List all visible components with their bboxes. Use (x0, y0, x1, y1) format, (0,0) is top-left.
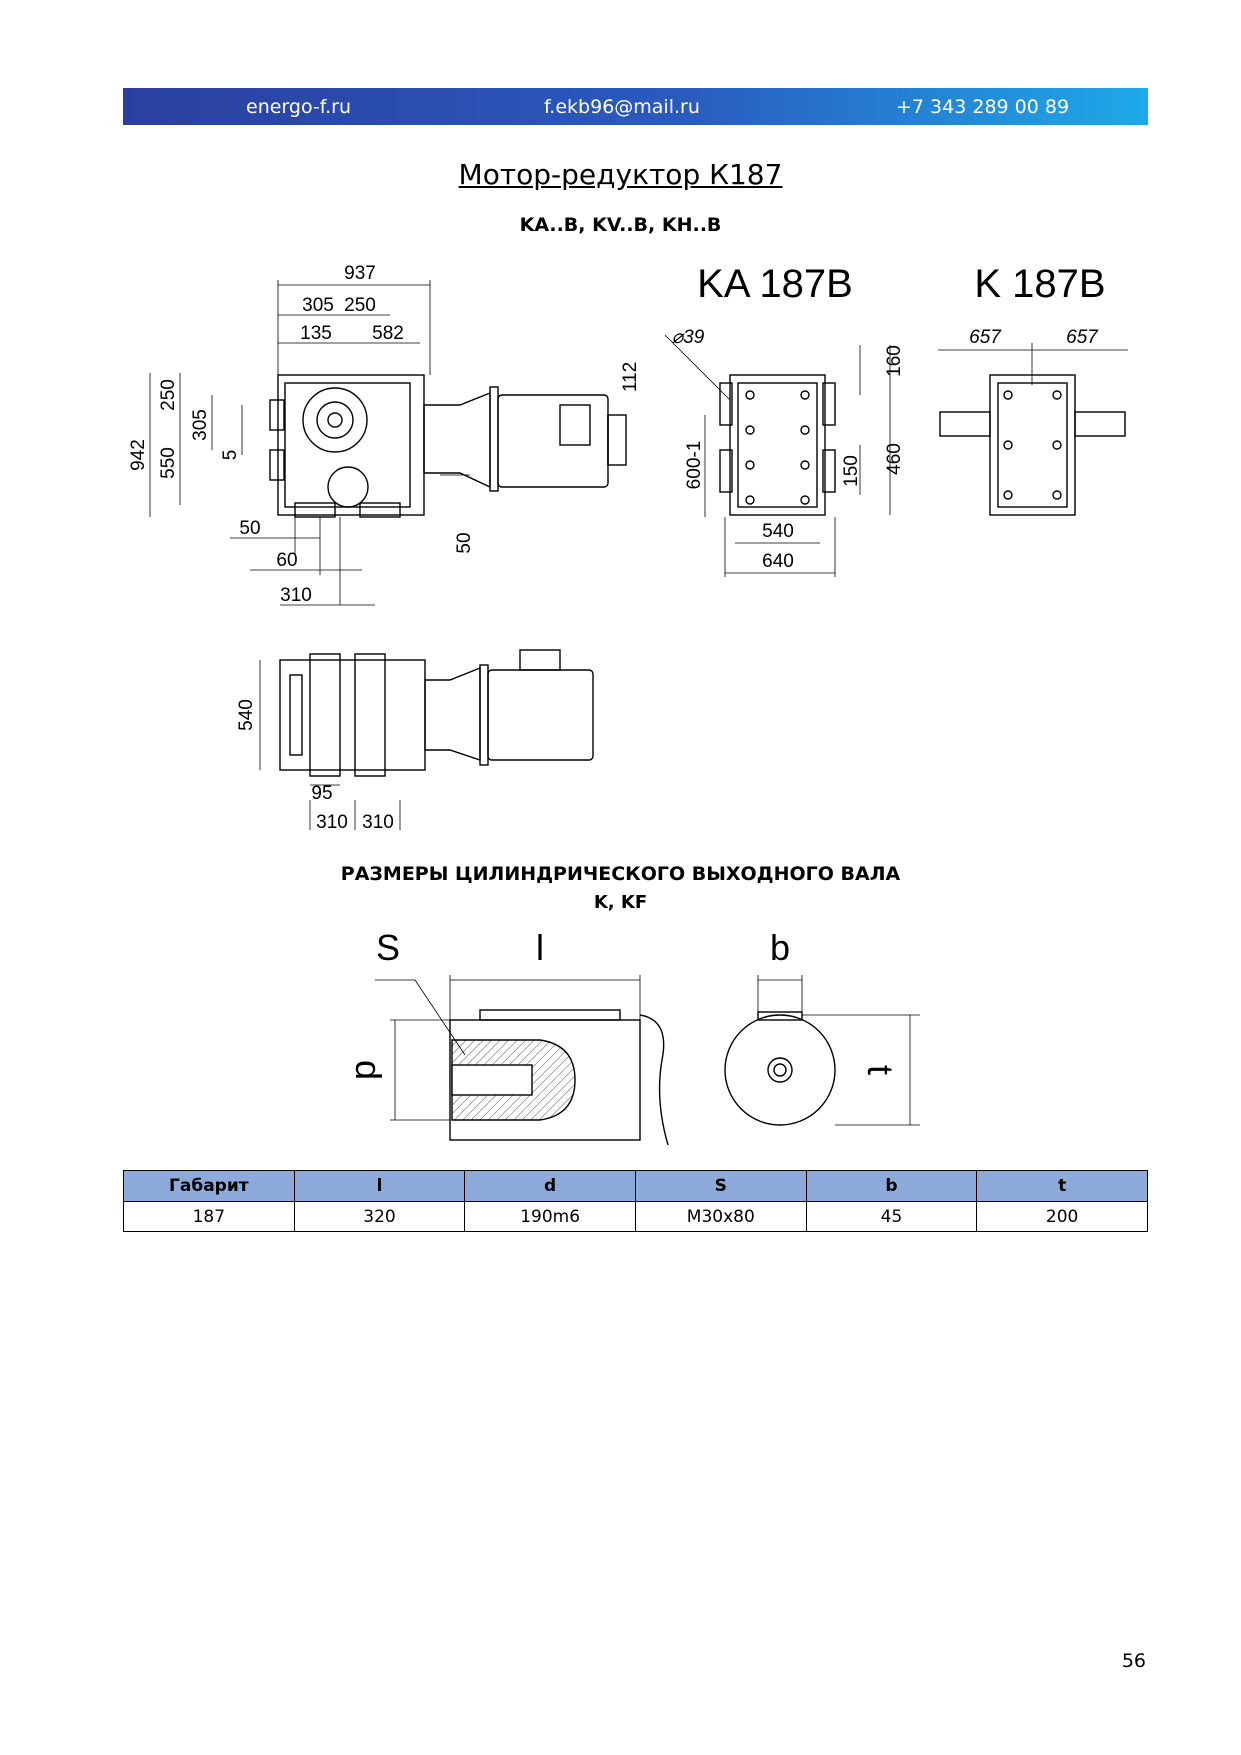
top-view-drawing: 540 95 310 310 (236, 649, 594, 833)
dim-5: 5 (220, 450, 241, 461)
header-bar: energo-f.ru f.ekb96@mail.ru +7 343 289 0… (123, 88, 1148, 125)
dim-600: 600-1 (684, 441, 705, 490)
table-header-cell: Габарит (123, 1170, 295, 1202)
header-email[interactable]: f.ekb96@mail.ru (544, 96, 700, 118)
dim-50-bottom: 50 (239, 518, 260, 539)
shaft-label-S: S (376, 927, 400, 968)
shaft-label-l: l (536, 927, 544, 968)
dim-540: 540 (762, 521, 794, 542)
table-header-cell: S (634, 1170, 807, 1202)
dim-112: 112 (620, 362, 641, 392)
table-cell: 45 (805, 1201, 978, 1232)
dim-937: 937 (344, 263, 376, 284)
shaft-label-d: d (348, 1060, 389, 1080)
table-cell: 187 (123, 1201, 295, 1232)
shaft-label-b: b (770, 927, 790, 968)
dim-310: 310 (280, 585, 312, 606)
header-phone: +7 343 289 00 89 (896, 96, 1070, 118)
dim-460: 460 (884, 443, 905, 475)
dim-310-left: 310 (316, 812, 348, 833)
dim-160: 160 (884, 345, 905, 377)
shaft-drawing: S l b d t (348, 927, 920, 1146)
dim-640: 640 (762, 551, 794, 572)
dim-305-left: 305 (190, 409, 211, 441)
ka-view-drawing: KA 187B ⌀39 160 150 460 600-1 540 640 (664, 262, 905, 577)
k-label: K 187B (974, 262, 1105, 306)
table-header-row: Габарит l d S b t (123, 1170, 1148, 1202)
k-view-drawing: K 187B 657 657 (938, 262, 1128, 516)
page-title: Мотор-редуктор К187 (458, 158, 783, 191)
side-view-drawing: 937 305 250 135 582 942 250 550 305 5 11… (130, 263, 641, 606)
dim-582: 582 (372, 323, 404, 344)
dim-305-top: 305 (302, 295, 334, 316)
dim-250-top: 250 (344, 295, 376, 316)
shaft-label-t: t (860, 1065, 901, 1075)
dim-657-left: 657 (969, 327, 1002, 348)
table-cell: M30x80 (634, 1201, 807, 1232)
table-header-cell: d (464, 1170, 636, 1202)
dim-95: 95 (311, 783, 332, 804)
dim-dia39: ⌀39 (672, 327, 705, 348)
table-cell: 320 (293, 1201, 466, 1232)
table-header-cell: t (976, 1170, 1148, 1202)
dim-540-top: 540 (236, 699, 257, 731)
dim-50-right: 50 (454, 532, 475, 553)
dim-657-right: 657 (1066, 327, 1099, 348)
page-number: 56 (1121, 1650, 1146, 1672)
dim-550: 550 (158, 447, 179, 479)
dim-942: 942 (130, 439, 149, 471)
dim-150: 150 (841, 455, 862, 487)
table-cell: 200 (976, 1201, 1148, 1232)
table-header-cell: b (805, 1170, 978, 1202)
table-header-cell: l (293, 1170, 466, 1202)
dim-310-right: 310 (362, 812, 394, 833)
dim-60: 60 (276, 550, 297, 571)
header-site[interactable]: energo-f.ru (246, 96, 351, 118)
dim-135: 135 (300, 323, 332, 344)
shaft-section-title: РАЗМЕРЫ ЦИЛИНДРИЧЕСКОГО ВЫХОДНОГО ВАЛА (340, 863, 901, 885)
shaft-section-subtitle: K, KF (593, 892, 648, 913)
table-cell: 190m6 (464, 1201, 636, 1232)
ka-label: KA 187B (697, 262, 853, 306)
dim-250-left: 250 (158, 379, 179, 411)
table-row: 187 320 190m6 M30x80 45 200 (123, 1201, 1148, 1232)
shaft-dimensions-table: Габарит l d S b t 187 320 190m6 M30x80 4… (123, 1170, 1148, 1232)
variants-subtitle: KA..B, KV..B, KH..B (519, 214, 722, 236)
